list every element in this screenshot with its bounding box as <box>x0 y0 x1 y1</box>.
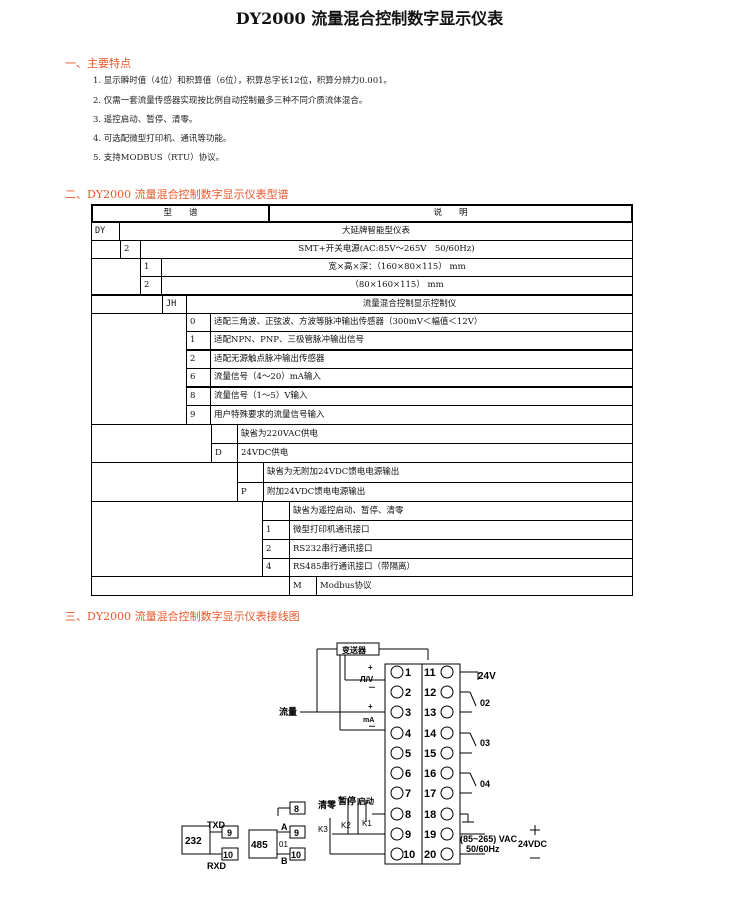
terminal-label: 18 <box>424 809 436 821</box>
terminal-label: 17 <box>424 788 436 800</box>
terminal-label: 3 <box>405 707 411 719</box>
terminal-label: 7 <box>405 788 411 800</box>
comm-terminal-9: 9 <box>227 828 232 838</box>
desc-cell: 流量信号（4～20）mA输入 <box>210 368 633 387</box>
terminal-label: 14 <box>424 728 437 740</box>
terminal-label: 19 <box>424 829 436 841</box>
section3-heading: 三、DY2000 流量混合控制数字显示仪表接线图 <box>65 610 300 623</box>
minus-sign: － <box>368 683 376 692</box>
vac-label: (85~265) VAC <box>460 834 518 844</box>
desc-cell: Modbus协议 <box>316 576 633 596</box>
k1-label: K1 <box>362 819 372 828</box>
k2-label: K2 <box>341 821 351 830</box>
section1-heading: 一、主要特点 <box>65 57 131 70</box>
terminal-label: 13 <box>424 707 436 719</box>
comm-terminal-10: 10 <box>223 850 233 860</box>
start-label: 启动 <box>358 796 374 806</box>
feature-item: 1. 显示瞬时值（4位）和积算值（6位），积算总字长12位，积算分辨力0.001… <box>93 76 393 86</box>
terminal-label: 12 <box>424 687 436 699</box>
plus-sign: + <box>368 702 373 711</box>
hz-label: 50/60Hz <box>466 844 500 854</box>
terminal-label: 2 <box>405 687 411 699</box>
relay-02-label: 02 <box>480 698 490 708</box>
comm-terminal-10: 10 <box>291 850 301 860</box>
pause-label: 暂停 <box>338 795 356 806</box>
txd-label: TXD <box>207 820 226 830</box>
page-title: DY2000 流量混合控制数字显示仪表 <box>235 9 504 28</box>
code-cell: M <box>289 576 317 596</box>
plus-sign: + <box>368 663 373 672</box>
terminal-label: 5 <box>405 748 411 760</box>
terminal-label: 1 <box>405 667 411 679</box>
terminal-screws <box>390 665 454 861</box>
terminal-label: 10 <box>403 849 415 861</box>
address-label: 01 <box>279 840 288 849</box>
rxd-label: RXD <box>207 861 227 871</box>
rs232-label: 232 <box>185 836 202 847</box>
terminal-label: 11 <box>424 667 436 679</box>
section2-heading: 二、DY2000 流量混合控制数字显示仪表型谱 <box>65 188 289 201</box>
terminal-label: 15 <box>424 748 436 760</box>
ma-label: mA <box>363 717 374 724</box>
pulse-label: Л/V <box>360 675 374 684</box>
terminal-label: 16 <box>424 768 436 780</box>
terminal-label: 9 <box>405 829 411 841</box>
terminal-label: 8 <box>405 809 411 821</box>
desc-cell: （80×160×115） mm <box>161 276 633 295</box>
minus-sign: － <box>368 722 376 731</box>
out-24v-label: 24V <box>478 671 496 682</box>
relay-03-label: 03 <box>480 738 490 748</box>
vdc-label: 24VDC <box>518 839 548 849</box>
transmitter-label: 变送器 <box>342 645 367 655</box>
b-label: B <box>281 856 288 866</box>
a-label: A <box>281 822 288 832</box>
feature-item: 4. 可选配微型打印机、通讯等功能。 <box>93 134 232 144</box>
terminal-label: 4 <box>405 728 412 740</box>
feature-item: 2. 仅需一套流量传感器实现按比例自动控制最多三种不同介质流体混合。 <box>93 96 368 106</box>
terminal-label: 6 <box>405 768 411 780</box>
terminal-label: 20 <box>424 849 436 861</box>
model-spec-table: 型 谱 说 明 DY 大延牌智能型仪表 2 SMT+开关电源(AC:85V～26… <box>91 204 633 596</box>
desc-cell: 适配NPN、PNP、三极管脉冲输出信号 <box>210 331 633 350</box>
comm-terminal-9: 9 <box>294 828 299 838</box>
relay-04-label: 04 <box>480 779 490 789</box>
clear-label: 清零 <box>318 799 337 810</box>
rs485-label: 485 <box>251 840 268 851</box>
k3-label: K3 <box>318 825 328 834</box>
feature-item: 5. 支持MODBUS（RTU）协议。 <box>93 153 225 163</box>
feature-item: 3. 遥控启动、暂停、清零。 <box>93 115 198 125</box>
flow-label: 流量 <box>279 706 297 717</box>
comm-terminal-8: 8 <box>294 804 299 814</box>
